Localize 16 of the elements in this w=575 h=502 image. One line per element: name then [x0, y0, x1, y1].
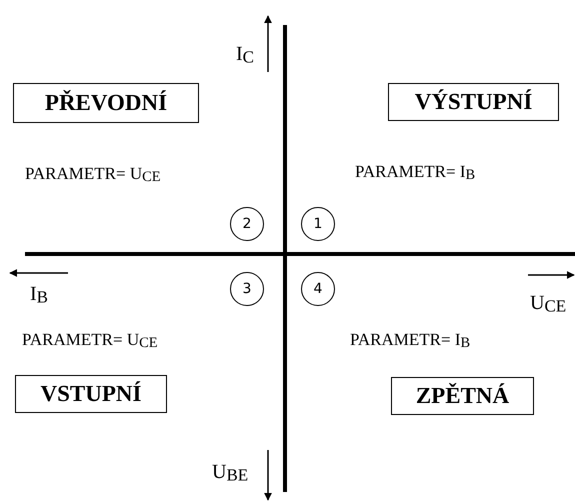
quadrant-title: VÝSTUPNÍ — [388, 83, 559, 121]
axis-label: U$_{BE}$ — [212, 462, 248, 484]
quadrant-number: 3 — [230, 272, 264, 306]
quadrant-number: 2 — [230, 207, 264, 241]
parameter-note: PARAMETR= I$_{B}$ — [355, 163, 476, 183]
quadrant-title: ZPĚTNÁ — [391, 377, 534, 415]
axis-label: I$_{C}$ — [236, 44, 254, 66]
parameter-note: PARAMETR= U$_{CE}$ — [22, 331, 158, 351]
parameter-note: PARAMETR= I$_{B}$ — [350, 331, 470, 351]
axis-label: U$_{CE}$ — [530, 293, 566, 315]
quadrant-title: PŘEVODNÍ — [13, 83, 199, 123]
quadrant-title: VSTUPNÍ — [15, 375, 167, 413]
axis-label: I$_{B}$ — [30, 284, 48, 306]
quadrant-number: 4 — [301, 272, 335, 306]
parameter-note: PARAMETR= U$_{CE}$ — [25, 165, 161, 185]
quadrant-number: 1 — [301, 207, 335, 241]
